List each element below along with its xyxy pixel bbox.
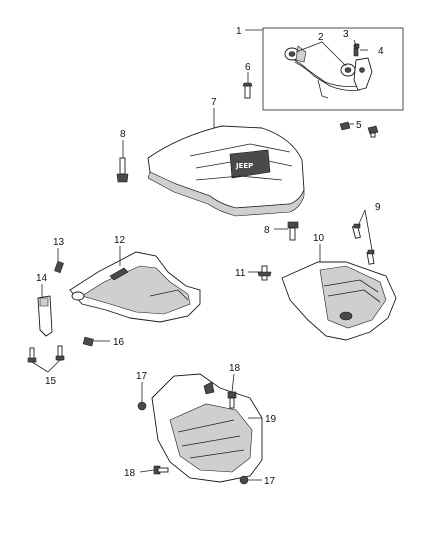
part-12-left-cover	[69, 251, 201, 323]
cover-body	[147, 125, 305, 209]
lower-cover-ribs	[177, 419, 245, 459]
part-6-bolt	[242, 82, 253, 99]
cover-skirt	[147, 171, 305, 217]
callout-17-upper: 17	[136, 371, 148, 382]
grommet-right-hole	[344, 67, 352, 73]
callout-16: 16	[113, 337, 125, 348]
lower-cover-tab	[203, 381, 215, 395]
callout-labels: 1 2 3 4 5 6 7 8 8 9 10 11 12 13 14 15 16…	[36, 26, 384, 487]
right-cover-port	[339, 311, 353, 321]
part-11-clip	[257, 265, 272, 281]
cover-logo-plate	[229, 149, 271, 179]
right-cover-channel-2	[327, 289, 381, 303]
harness-wire	[289, 57, 363, 87]
harness-wire-2	[294, 61, 361, 91]
left-cover-tab	[109, 267, 129, 281]
inset-frame	[262, 27, 404, 111]
leader-lines	[31, 29, 373, 481]
callout-11: 11	[235, 268, 246, 279]
clip-4	[354, 43, 360, 49]
callout-12: 12	[114, 235, 126, 246]
part-18-bolt-lower	[153, 465, 169, 475]
cover-ridge	[189, 143, 291, 157]
callout-4: 4	[378, 46, 384, 57]
callout-5: 5	[356, 120, 362, 131]
bracket-hole	[359, 67, 365, 73]
part-5-nuts	[339, 121, 379, 138]
harness-branch	[317, 79, 329, 99]
callout-18-upper: 18	[229, 363, 241, 374]
harness-bracket	[353, 57, 373, 91]
callout-1: 1	[236, 26, 242, 37]
part-7-engine-cover: JEEP	[147, 125, 305, 217]
part-17-nut-lower	[239, 475, 249, 485]
callout-17-lower: 17	[264, 476, 276, 487]
part-8-bolt-lower	[287, 221, 299, 241]
callout-7: 7	[211, 97, 217, 108]
part-10-right-cover	[281, 261, 397, 341]
callout-13: 13	[53, 237, 65, 248]
callout-14: 14	[36, 273, 48, 284]
callout-10: 10	[313, 233, 325, 244]
callout-3: 3	[343, 29, 349, 40]
right-cover-inner	[319, 265, 387, 329]
callout-8-lower: 8	[264, 225, 270, 236]
part-1-inset	[262, 27, 404, 111]
left-cover-mount	[71, 291, 85, 301]
cover-logo-text: JEEP	[235, 162, 253, 170]
left-cover-rib	[149, 289, 189, 301]
callout-18-lower: 18	[124, 468, 136, 479]
grommet-left-body	[295, 45, 307, 63]
callout-9: 9	[375, 202, 381, 213]
right-cover-channel	[323, 279, 379, 293]
part-15-studs	[27, 345, 65, 363]
part-16-clip	[82, 336, 94, 347]
callout-15: 15	[45, 376, 57, 387]
callout-2: 2	[318, 32, 324, 43]
grommet-left-hole	[288, 51, 296, 57]
lower-cover-face	[169, 403, 253, 473]
part-19-lower-cover	[151, 373, 263, 483]
left-cover-inner	[81, 265, 191, 315]
clip-3	[353, 47, 359, 57]
part-17-nut-upper	[137, 401, 147, 411]
callout-6: 6	[245, 62, 251, 73]
callout-8-upper: 8	[120, 129, 126, 140]
part-14-bracket	[37, 295, 53, 337]
cover-stripe	[195, 175, 283, 181]
part-13-clip	[54, 260, 64, 274]
part-8-bolt-upper	[116, 157, 129, 183]
callout-19: 19	[265, 414, 277, 425]
